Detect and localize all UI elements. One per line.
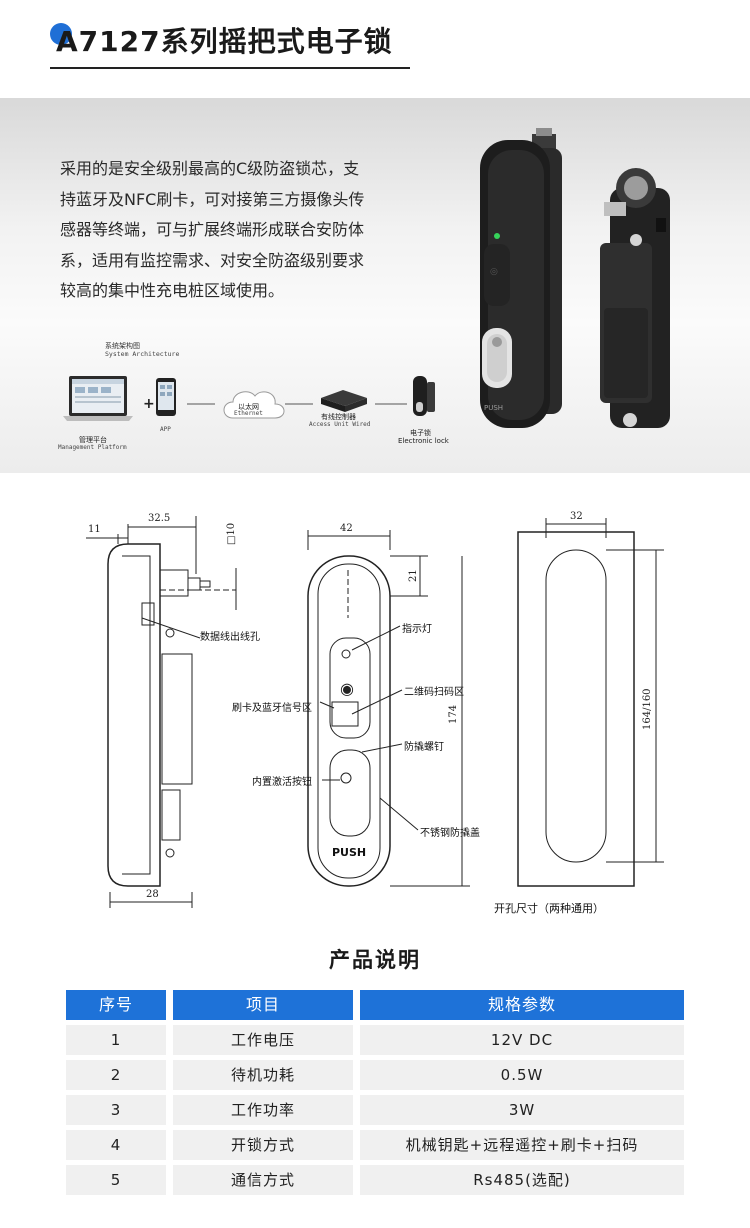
title-underline — [50, 67, 410, 69]
row-spec: 12V DC — [360, 1025, 684, 1055]
indicator-light-icon — [494, 233, 500, 239]
label-indicator: 指示灯 — [402, 624, 432, 635]
ethernet-label: 以太网 — [238, 403, 259, 411]
description-line: 系，适用有监控需求、对安全防盗级别要求 — [60, 250, 365, 270]
lock-sublabel: Electronic lock — [398, 437, 449, 445]
platform-sublabel: Management Platform — [58, 444, 127, 451]
product-description: 采用的是安全级别最高的C级防盗锁芯，支 持蓝牙及NFC刷卡，可对接第三方摄像头传… — [60, 154, 405, 307]
row-spec: 机械钥匙+远程遥控+刷卡+扫码 — [360, 1130, 684, 1160]
label-card-area: 刷卡及蓝牙信号区 — [232, 703, 312, 714]
label-button: 内置激活按钮 — [252, 777, 312, 788]
dim-10: □10 — [226, 522, 237, 545]
cloud-icon — [223, 391, 285, 419]
phone-icon — [156, 378, 176, 416]
architecture-subtitle: System Architecture — [105, 350, 180, 358]
table-row: 3 工作功率 3W — [66, 1095, 684, 1130]
dim-11: 11 — [88, 524, 101, 535]
table-header-row: 序号 项目 规格参数 — [66, 990, 684, 1025]
row-item: 工作功率 — [173, 1095, 353, 1125]
front-push-label: PUSH — [332, 846, 366, 859]
nfc-icon: ◉ — [340, 679, 354, 698]
table-row: 4 开锁方式 机械钥匙+远程遥控+刷卡+扫码 — [66, 1130, 684, 1165]
label-anti-pry: 防撬螺钉 — [404, 742, 444, 753]
row-index: 2 — [66, 1060, 166, 1090]
technical-drawing: PUSH ◉ — [86, 516, 664, 908]
row-spec: 0.5W — [360, 1060, 684, 1090]
description-line: 采用的是安全级别最高的C级防盗锁芯，支 — [60, 159, 360, 178]
lock-label: 电子锁 — [410, 429, 431, 437]
architecture-title: 系统架构图 — [105, 342, 140, 350]
row-spec: Rs485(选配) — [360, 1165, 684, 1195]
laptop-icon — [63, 376, 133, 421]
spec-table: 序号 项目 规格参数 1 工作电压 12V DC 2 待机功耗 0.5W 3 工… — [66, 990, 684, 1200]
architecture-diagram: + — [63, 376, 435, 421]
row-spec: 3W — [360, 1095, 684, 1125]
controller-icon — [321, 390, 367, 412]
header-index: 序号 — [66, 990, 166, 1020]
row-item: 待机功耗 — [173, 1060, 353, 1090]
dim-42: 42 — [340, 523, 353, 534]
label-qr-area: 二维码扫码区 — [404, 687, 464, 698]
row-item: 工作电压 — [173, 1025, 353, 1055]
app-label: APP — [160, 426, 171, 433]
description-line: 持蓝牙及NFC刷卡，可对接第三方摄像头传 — [60, 189, 365, 209]
dim-174: 174 — [448, 704, 459, 724]
svg-text:+: + — [143, 396, 155, 412]
row-item: 开锁方式 — [173, 1130, 353, 1160]
header-item: 项目 — [173, 990, 353, 1020]
row-item: 通信方式 — [173, 1165, 353, 1195]
hero-banner: 采用的是安全级别最高的C级防盗锁芯，支 持蓝牙及NFC刷卡，可对接第三方摄像头传… — [0, 98, 750, 473]
dim-21: 21 — [408, 569, 419, 582]
ethernet-sublabel: Ethernet — [234, 410, 263, 417]
table-row: 1 工作电压 12V DC — [66, 1025, 684, 1060]
controller-sublabel: Access Unit Wired — [309, 421, 371, 428]
title-dot-icon — [50, 23, 72, 45]
lock-icon — [413, 376, 435, 416]
product-photo-back — [600, 168, 670, 428]
description-line: 较高的集中性充电桩区域使用。 — [60, 281, 285, 300]
dim-28: 28 — [146, 889, 159, 900]
dim-32: 32 — [570, 511, 583, 522]
push-label: PUSH — [484, 404, 503, 412]
header-spec: 规格参数 — [360, 990, 684, 1020]
table-row: 5 通信方式 Rs485(选配) — [66, 1165, 684, 1200]
row-index: 4 — [66, 1130, 166, 1160]
controller-label: 有线控制器 — [321, 413, 356, 421]
page-title: A7127系列摇把式电子锁 — [56, 25, 393, 58]
label-cutout: 开孔尺寸（两种通用） — [494, 902, 604, 915]
dim-164-160: 164/160 — [642, 688, 653, 730]
dim-32-5: 32.5 — [148, 513, 171, 524]
platform-label: 管理平台 — [79, 436, 107, 444]
svg-text:◎: ◎ — [490, 267, 498, 277]
label-steel-cover: 不锈钢防撬盖 — [420, 828, 480, 839]
table-row: 2 待机功耗 0.5W — [66, 1060, 684, 1095]
description-line: 感器等终端，可与扩展终端形成联合安防体 — [60, 220, 365, 239]
row-index: 5 — [66, 1165, 166, 1195]
row-index: 1 — [66, 1025, 166, 1055]
row-index: 3 — [66, 1095, 166, 1125]
label-cable-hole: 数据线出线孔 — [200, 632, 260, 643]
product-photo-front: ◎ PUSH — [480, 128, 562, 428]
section-title: 产品说明 — [329, 948, 421, 972]
